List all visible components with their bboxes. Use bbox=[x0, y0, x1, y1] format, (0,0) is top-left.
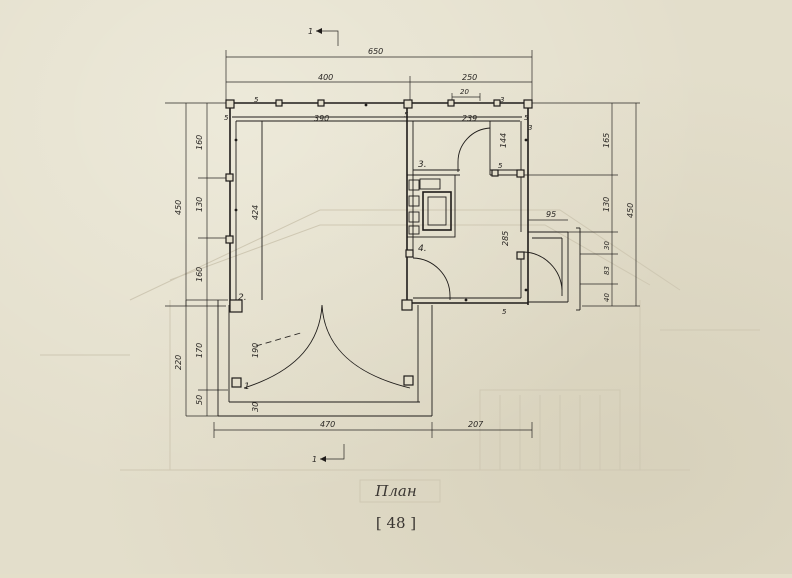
page-number: [ 48 ] bbox=[375, 514, 417, 532]
mark-5-f: 5 bbox=[524, 114, 529, 122]
dim-left-50: 50 bbox=[195, 395, 204, 405]
dim-right-130: 130 bbox=[602, 197, 611, 212]
dimension-right: 450 165 130 30 83 40 bbox=[520, 102, 640, 307]
dim-right-165: 165 bbox=[602, 133, 611, 148]
section-top-label: 1 bbox=[308, 27, 313, 36]
mark-5-c: 5 bbox=[224, 114, 229, 122]
room-1-label: 1 bbox=[244, 382, 250, 392]
dimension-bottom: 470 207 bbox=[213, 420, 533, 438]
dim-left-450: 450 bbox=[174, 200, 183, 215]
interior-dimensions: 390 239 144 424 285 190 30 95 5 5 3 3 5 … bbox=[224, 96, 568, 412]
dim-650: 650 bbox=[368, 47, 383, 56]
dim-left-220: 220 bbox=[174, 355, 183, 370]
mark-3-a: 3 bbox=[500, 96, 504, 104]
plan-walls bbox=[217, 102, 581, 417]
dimension-top-overall: 650 bbox=[225, 47, 533, 100]
mark-5-e: 5 bbox=[502, 308, 507, 316]
dim-right-450: 450 bbox=[626, 203, 635, 218]
dim-95: 95 bbox=[546, 210, 556, 219]
dim-left-130: 130 bbox=[195, 197, 204, 212]
dim-285: 285 bbox=[501, 231, 510, 246]
section-marker-top: 1 bbox=[308, 27, 339, 46]
posts bbox=[225, 99, 533, 388]
mark-5-a: 5 bbox=[254, 96, 259, 104]
door-swings bbox=[243, 127, 563, 389]
room-numbers: 1 2. 3. 4. bbox=[238, 160, 427, 392]
dim-left-160b: 160 bbox=[195, 267, 204, 282]
dim-190: 190 bbox=[251, 343, 260, 358]
dim-250: 250 bbox=[462, 73, 477, 82]
dim-right-40: 40 bbox=[603, 293, 611, 302]
dim-207: 207 bbox=[468, 420, 484, 429]
dim-left-170: 170 bbox=[195, 343, 204, 358]
dim-470: 470 bbox=[320, 420, 335, 429]
dim-424: 424 bbox=[251, 205, 260, 220]
dimension-left: 450 160 130 160 220 170 50 bbox=[165, 102, 232, 417]
dim-400: 400 bbox=[318, 73, 333, 82]
dim-right-30: 30 bbox=[603, 241, 611, 250]
section-bottom-label: 1 bbox=[312, 455, 317, 464]
room-3-label: 3. bbox=[418, 160, 427, 170]
dim-239: 239 bbox=[462, 114, 477, 123]
plan-caption: План bbox=[375, 482, 417, 500]
dim-right-83: 83 bbox=[603, 266, 611, 275]
mark-5-b: 5 bbox=[404, 111, 409, 119]
room-2-label: 2. bbox=[238, 293, 247, 303]
dim-144: 144 bbox=[499, 133, 508, 148]
dimension-window: 20 bbox=[451, 88, 481, 101]
mark-3-b: 3 bbox=[528, 124, 532, 132]
stove bbox=[406, 174, 456, 238]
dim-30: 30 bbox=[251, 402, 260, 412]
dim-20: 20 bbox=[460, 88, 469, 96]
dim-390: 390 bbox=[314, 114, 329, 123]
mark-5-d: 5 bbox=[498, 162, 503, 170]
ghost-elevation bbox=[40, 209, 760, 503]
room-4-label: 4. bbox=[418, 244, 427, 254]
dim-left-160a: 160 bbox=[195, 135, 204, 150]
dimension-top-split: 400 250 bbox=[226, 73, 532, 100]
section-marker-bottom: 1 bbox=[312, 444, 345, 464]
